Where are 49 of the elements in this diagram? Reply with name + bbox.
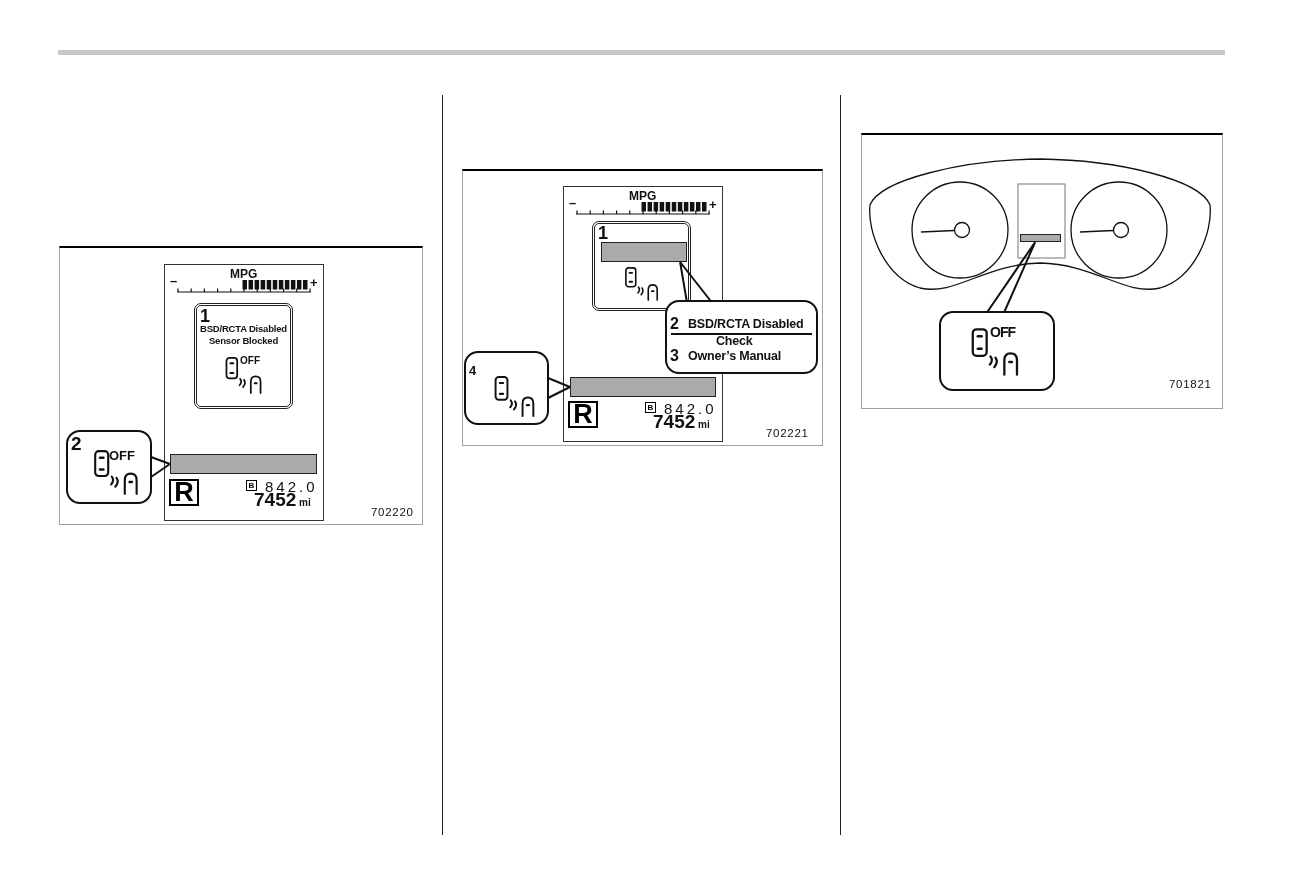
message-bar (170, 454, 317, 474)
figure-frame (462, 169, 823, 446)
minus-sign: – (170, 274, 178, 287)
trip-reading: 842.0 (265, 480, 318, 493)
figure-frame (59, 246, 423, 525)
callout-pointer (547, 377, 571, 399)
callout-number: 4 (469, 365, 477, 376)
off-label: OFF (990, 324, 1015, 339)
message-bar (570, 377, 716, 397)
callout-bubble (665, 300, 818, 374)
display-screen (164, 264, 324, 521)
trip-indicator: B (645, 402, 656, 413)
warning-message: BSD/RCTA Disabled Sensor Blocked (199, 323, 288, 348)
callout-number: 1 (200, 308, 210, 323)
odometer-reading: 7452 (254, 492, 297, 508)
callout-pointer (679, 261, 712, 302)
callout-number: 1 (598, 226, 608, 241)
callout-pointer (986, 241, 1037, 313)
warning-message: Check (716, 335, 753, 348)
trip-indicator: B (246, 480, 257, 491)
off-label: OFF (109, 449, 135, 463)
odometer-reading: 7452 (653, 414, 696, 430)
mpg-label: MPG (629, 189, 657, 202)
warning-message: BSD/RCTA Disabled (688, 318, 804, 331)
callout-bubble (66, 430, 152, 504)
unit-label: mi (299, 497, 311, 508)
callout-bubble (464, 351, 549, 425)
figure-number: 701821 (1169, 379, 1212, 391)
gear-indicator: R (169, 479, 199, 506)
callout-pointer (150, 456, 171, 478)
callout-number: 2 (71, 436, 82, 452)
figure-number: 702221 (766, 428, 809, 440)
plus-sign: + (310, 276, 318, 289)
trip-reading: 842.0 (664, 402, 717, 415)
callout-bubble (939, 311, 1055, 391)
plus-sign: + (709, 198, 717, 211)
mpg-label: MPG (230, 267, 258, 280)
gear-indicator: R (568, 401, 598, 428)
callout-number: 3 (670, 349, 679, 363)
figure-number: 702220 (371, 506, 414, 518)
figure-frame (861, 133, 1223, 409)
off-label: OFF (240, 355, 260, 366)
message-bar (601, 242, 687, 262)
message-bar (1020, 234, 1061, 242)
message-window (194, 303, 293, 409)
unit-label: mi (698, 419, 710, 430)
warning-message: Owner’s Manual (688, 350, 782, 363)
minus-sign: – (569, 196, 577, 209)
callout-number: 2 (670, 317, 679, 331)
